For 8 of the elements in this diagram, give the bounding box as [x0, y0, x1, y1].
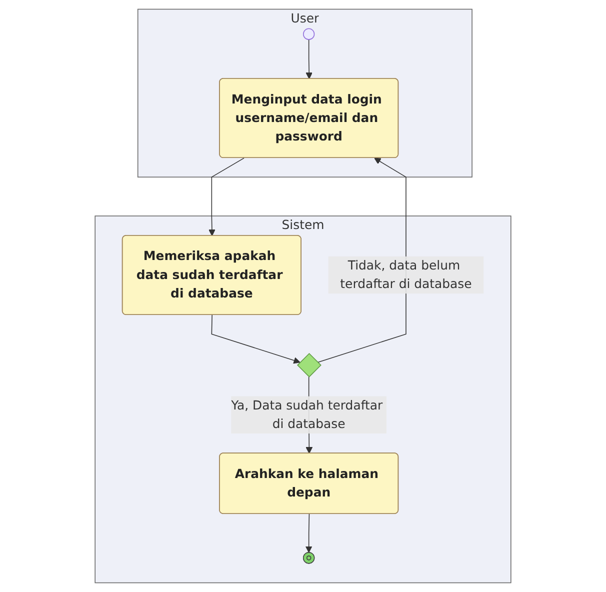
arrow	[208, 158, 244, 236]
edge-label: Ya, Data sudah terdaftar di database	[231, 398, 383, 432]
edge-label: Tidak, data belum terdaftar di database	[340, 258, 472, 292]
node-diamond	[297, 352, 322, 378]
arrow	[305, 514, 312, 553]
node-circle	[303, 28, 315, 40]
arrow	[211, 314, 300, 364]
arrow	[306, 39, 313, 80]
